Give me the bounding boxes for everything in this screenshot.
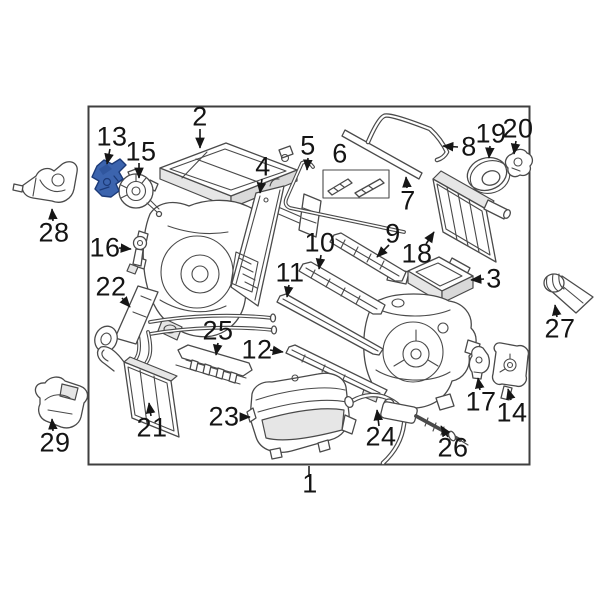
part-label-15[interactable]: 15: [125, 136, 157, 167]
part-label-14[interactable]: 14: [496, 397, 528, 428]
part-label-21[interactable]: 21: [136, 412, 168, 443]
part-27-funnel-duct-drawing: [543, 273, 594, 314]
part-label-19[interactable]: 19: [475, 118, 507, 149]
part-25-duct-drawing: [175, 344, 253, 385]
part-label-27[interactable]: 27: [544, 313, 576, 344]
part-label-20[interactable]: 20: [502, 113, 534, 144]
part-label-26[interactable]: 26: [437, 432, 469, 463]
part-21-heater-core-drawing: [96, 345, 180, 438]
part-label-29[interactable]: 29: [39, 427, 71, 458]
part-14-actuator-motor-drawing: [491, 342, 530, 401]
part-label-24[interactable]: 24: [365, 421, 397, 452]
part-17-actuator-drawing: [468, 345, 490, 380]
part-23-lower-housing-drawing: [246, 372, 357, 460]
part-9-strip-drawing: [329, 232, 407, 282]
part-13-highlighted-bracket-drawing[interactable]: [91, 158, 127, 198]
part-15-actuator-drawing: [118, 168, 163, 218]
part-label-1[interactable]: 1: [302, 468, 318, 499]
part-20-clip-drawing: [504, 148, 534, 178]
part-label-23[interactable]: 23: [208, 401, 240, 432]
part-label-5[interactable]: 5: [300, 130, 316, 161]
part-label-6[interactable]: 6: [332, 138, 348, 169]
diagram-border: [87, 105, 531, 466]
part-label-3[interactable]: 3: [486, 263, 502, 294]
part-label-22[interactable]: 22: [95, 271, 127, 302]
part-label-2[interactable]: 2: [192, 101, 208, 132]
part-7-seal-strip-drawing: [341, 129, 423, 180]
part-29-duct-elbow-drawing: [34, 376, 89, 429]
part-label-7[interactable]: 7: [400, 185, 416, 216]
part-6-seal-kit-box-drawing: [322, 169, 390, 199]
part-16-lever-drawing: [126, 235, 148, 275]
part-label-11[interactable]: 11: [275, 257, 305, 288]
part-label-16[interactable]: 16: [89, 232, 121, 263]
part-28-bracket-drawing: [12, 161, 78, 203]
leader-arrows: [48, 129, 562, 477]
part-8-u-seal-drawing: [365, 113, 450, 163]
part-label-25[interactable]: 25: [202, 315, 234, 346]
part-label-4[interactable]: 4: [255, 151, 271, 182]
part-label-10[interactable]: 10: [304, 227, 336, 258]
part-19-grommet-drawing: [466, 156, 511, 194]
part-label-9[interactable]: 9: [385, 218, 401, 249]
part-label-8[interactable]: 8: [461, 131, 477, 162]
part-4-side-panel-drawing: [230, 178, 285, 307]
part-label-12[interactable]: 12: [241, 334, 273, 365]
part-label-28[interactable]: 28: [38, 217, 70, 248]
part-label-13[interactable]: 13: [96, 121, 128, 152]
part-label-17[interactable]: 17: [465, 386, 497, 417]
part-10-strip-drawing: [298, 261, 386, 315]
part-label-18[interactable]: 18: [401, 238, 433, 269]
